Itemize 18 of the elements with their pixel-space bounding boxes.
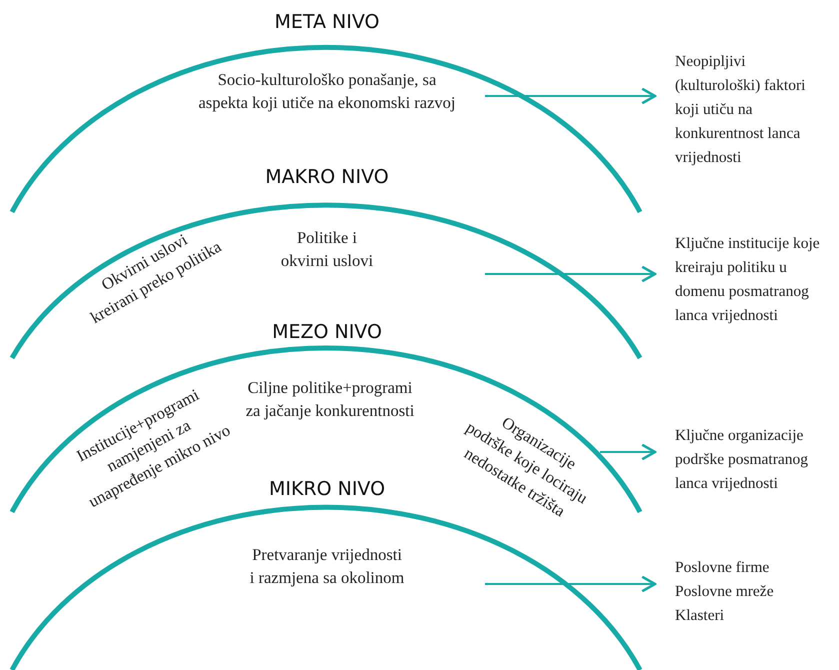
- arrow: [485, 576, 656, 592]
- arrow: [600, 444, 656, 460]
- level-heading: META NIVO: [273, 10, 380, 34]
- description-text: Neopipljivi (kulturološki) faktori koji utiču na konkurentnost lanca vrijednosti: [675, 52, 806, 168]
- level-heading: MEZO NIVO: [271, 320, 383, 344]
- description-text: Poslovne firme: [675, 558, 770, 578]
- level-description: Pretvaranje vrijednosti i razmjena sa okolinom: [248, 544, 406, 589]
- description-text: Poslovne mreže: [675, 582, 775, 602]
- level-description: Politike i okvirni uslovi: [280, 227, 374, 272]
- description-text: Ključne organizacije podrške posmatranog lanca vrijednosti: [675, 426, 810, 494]
- level-description: Socio-kulturološko ponašanje, sa aspekta koji utiče na ekonomski razvoj: [197, 69, 457, 114]
- arrow: [485, 266, 656, 282]
- description-text: Klasteri: [675, 606, 726, 626]
- level-heading: MAKRO NIVO: [264, 165, 390, 189]
- level-heading: MIKRO NIVO: [268, 477, 386, 501]
- arrow: [485, 88, 656, 104]
- description-text: Ključne institucije koje kreiraju politiku u domenu posmatranog lanca vrijednosti: [675, 234, 821, 326]
- level-description: Ciljne politike+programi za jačanje konkurentnosti: [244, 377, 416, 422]
